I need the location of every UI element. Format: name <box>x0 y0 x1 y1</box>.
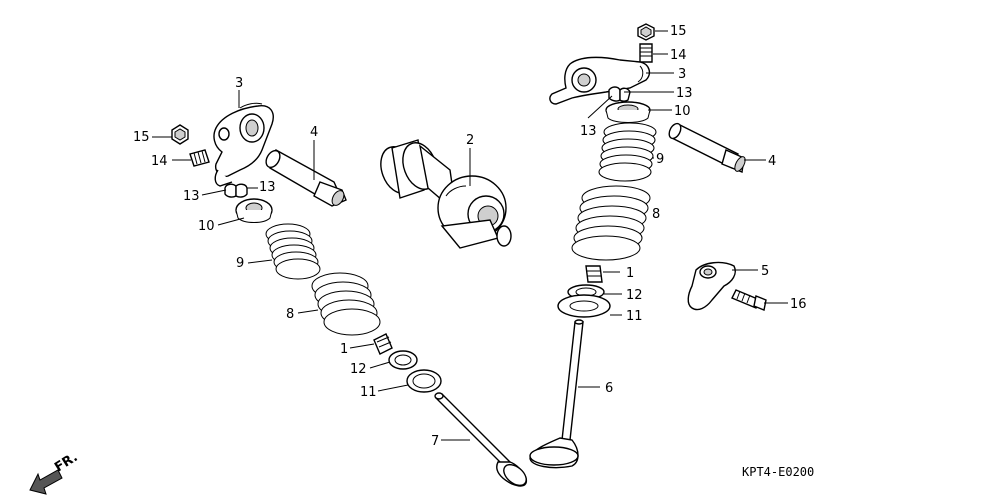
callout-6-right: 6 <box>605 381 613 396</box>
callout-15-right: 15 <box>670 24 687 39</box>
callout-12-left: 12 <box>350 362 367 377</box>
spring-retainer-right <box>605 101 651 123</box>
front-direction-arrow: FR. <box>29 450 81 495</box>
callout-13-right-b: 13 <box>580 124 597 139</box>
cotters-right <box>608 86 631 102</box>
callout-1-right: 1 <box>626 266 634 281</box>
nut-right <box>637 23 655 41</box>
callout-13-left-a: 13 <box>183 189 200 204</box>
spring-seat-left <box>388 350 418 370</box>
rocker-shaft-right <box>668 122 746 173</box>
leader-lines <box>152 30 788 441</box>
callout-12-right: 12 <box>626 288 643 303</box>
callout-13-left-b: 13 <box>259 180 276 195</box>
valve-left <box>434 392 528 487</box>
callout-11-right: 11 <box>626 309 643 324</box>
bolt <box>731 289 767 311</box>
callout-3-left: 3 <box>235 76 243 91</box>
callout-16-bolt: 16 <box>790 297 807 312</box>
valve-spring-right-upper <box>598 122 657 182</box>
callout-5-tensioner: 5 <box>761 264 769 279</box>
valve-spring-left-upper <box>265 223 321 280</box>
rocker-arm-left <box>213 102 274 187</box>
stem-seal-right <box>585 265 603 283</box>
callout-11-left: 11 <box>360 385 377 400</box>
valve-right <box>529 319 584 469</box>
adjusting-screw-left <box>189 149 210 167</box>
callout-9-right: 9 <box>656 152 664 167</box>
callout-3-right: 3 <box>678 67 686 82</box>
nut-left <box>171 124 189 145</box>
valve-spring-left-lower <box>311 272 381 336</box>
callout-2-camshaft: 2 <box>466 133 474 148</box>
callout-8-left: 8 <box>286 307 294 322</box>
callout-14-left: 14 <box>151 154 168 169</box>
cam-chain-tensioner-part <box>687 261 736 311</box>
camshaft <box>380 139 512 249</box>
callout-1-left: 1 <box>340 342 348 357</box>
spring-retainer-left <box>235 198 273 223</box>
callout-14-right: 14 <box>670 48 687 63</box>
spring-seat-lower-left <box>406 369 442 393</box>
callout-8-right: 8 <box>652 207 660 222</box>
callout-15-left: 15 <box>133 130 150 145</box>
callout-7-left: 7 <box>431 434 439 449</box>
diagram-code: KPT4-E0200 <box>742 465 814 479</box>
rocker-shaft-left <box>265 148 347 207</box>
callout-9-left: 9 <box>236 256 244 271</box>
spring-seat-lower-right <box>557 294 611 318</box>
valve-spring-right-lower <box>571 185 651 261</box>
callout-10-left: 10 <box>198 219 215 234</box>
adjusting-screw-right <box>639 43 653 63</box>
rocker-arm-right <box>549 56 651 105</box>
callout-4-right: 4 <box>768 154 776 169</box>
callout-numbers: 3 15 14 13 13 10 9 8 1 12 11 7 4 2 15 14… <box>133 24 807 449</box>
callout-13-right-a: 13 <box>676 86 693 101</box>
callout-4-left: 4 <box>310 125 318 140</box>
cotters-left <box>224 183 248 198</box>
stem-seal-left <box>373 333 393 355</box>
callout-10-right: 10 <box>674 104 691 119</box>
